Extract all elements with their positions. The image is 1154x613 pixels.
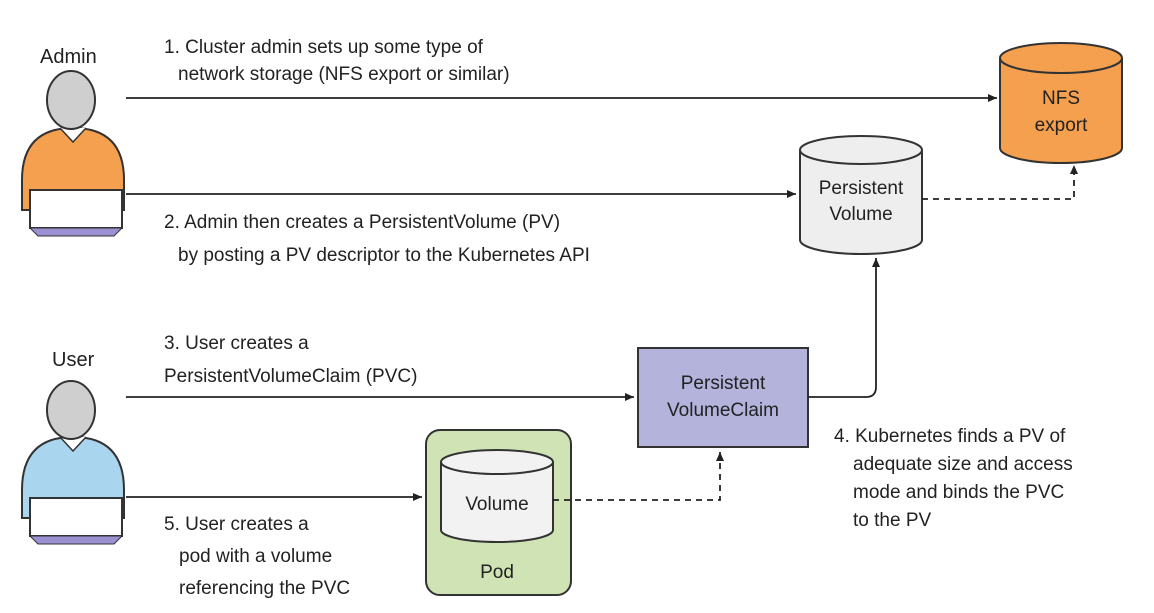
user-collar xyxy=(59,436,87,453)
step4-text: 4. Kubernetes finds a PV of adequate siz… xyxy=(834,426,1073,531)
user-head xyxy=(46,380,96,440)
persistent-volume-line2: Volume xyxy=(829,204,892,225)
step1-line1: 1. Cluster admin sets up some type of xyxy=(164,37,484,58)
step3-line2: PersistentVolumeClaim (PVC) xyxy=(164,366,417,387)
admin-actor: Admin xyxy=(21,46,125,237)
persistent-volume-line1: Persistent xyxy=(819,178,904,199)
step3-line1: 3. User creates a xyxy=(164,333,309,354)
pvc-box xyxy=(637,347,809,448)
admin-laptop-icon xyxy=(29,189,123,229)
step4-line1: 4. Kubernetes finds a PV of xyxy=(834,426,1066,447)
admin-collar xyxy=(59,127,87,144)
step1-text: 1. Cluster admin sets up some type of ne… xyxy=(164,37,510,85)
user-actor: User xyxy=(21,349,125,545)
nfs-export-line2: export xyxy=(1035,115,1089,136)
step4-line2: adequate size and access xyxy=(853,454,1073,475)
step2-line2: by posting a PV descriptor to the Kubern… xyxy=(178,245,590,266)
step5-line2: pod with a volume xyxy=(179,546,332,567)
step5-line1: 5. User creates a xyxy=(164,514,309,535)
pvc-line1: Persistent xyxy=(681,373,766,394)
admin-laptop-base xyxy=(28,227,124,237)
nfs-export-line1: NFS xyxy=(1042,88,1080,109)
pod-volume-cylinder-icon xyxy=(440,449,554,475)
admin-head xyxy=(46,70,96,130)
pv-to-nfs-dashed-arrow xyxy=(922,165,1078,200)
admin-label: Admin xyxy=(40,46,97,68)
step2-line1: 2. Admin then creates a PersistentVolume… xyxy=(164,212,560,233)
step3-text: 3. User creates a PersistentVolumeClaim … xyxy=(164,333,417,387)
step5-line3: referencing the PVC xyxy=(179,578,350,599)
user-laptop-base xyxy=(28,535,124,545)
pod-node: Volume Pod xyxy=(425,429,572,596)
pod-label: Pod xyxy=(480,562,514,583)
nfs-export-cylinder-icon xyxy=(999,42,1123,74)
nfs-export-node: NFS export xyxy=(999,42,1123,164)
persistent-volume-cylinder-icon xyxy=(799,135,923,165)
user-label: User xyxy=(52,349,95,371)
persistent-volume-node: Persistent Volume xyxy=(799,135,923,255)
step4-line4: to the PV xyxy=(853,510,931,531)
step2-text: 2. Admin then creates a PersistentVolume… xyxy=(164,212,590,266)
pvc-line2: VolumeClaim xyxy=(667,400,779,421)
step5-text: 5. User creates a pod with a volume refe… xyxy=(164,514,350,599)
user-laptop-icon xyxy=(29,497,123,537)
pvc-node: Persistent VolumeClaim xyxy=(637,347,809,448)
step4-line3: mode and binds the PVC xyxy=(853,482,1064,503)
step1-line2: network storage (NFS export or similar) xyxy=(178,64,510,85)
volume-to-pvc-dashed-arrow xyxy=(553,452,724,501)
pvc-to-pv-arrow xyxy=(808,258,880,398)
pod-volume-label: Volume xyxy=(465,494,528,515)
